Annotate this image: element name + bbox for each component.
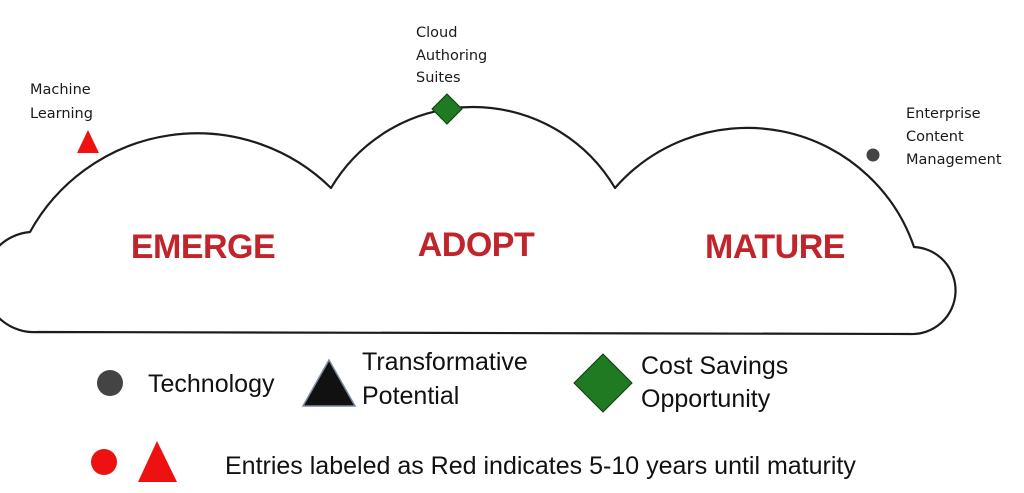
- legend-red-note: Entries labeled as Red indicates 5-10 ye…: [225, 452, 856, 480]
- enterprise-content-label: Enterprise Content Management: [906, 106, 1002, 168]
- machine-learning-label: Machine Learning: [30, 82, 95, 122]
- legend-red-triangle-icon: [138, 441, 177, 482]
- legend-technology-dot-icon: [97, 370, 123, 396]
- legend-red-dot-icon: [91, 449, 117, 475]
- machine-learning-triangle-icon: [77, 130, 99, 153]
- legend-cost-savings-label: Cost Savings Opportunity: [641, 352, 795, 413]
- legend-technology-label: Technology: [148, 370, 275, 398]
- stage-hump-outline: [0, 105, 957, 336]
- cloud-authoring-label: Cloud Authoring Suites: [416, 25, 492, 86]
- legend-transformative-label: Transformative Potential: [362, 348, 535, 410]
- legend-cost-savings-diamond-icon: [573, 353, 633, 413]
- enterprise-content-dot-icon: [866, 148, 880, 162]
- stage-label-adopt: ADOPT: [418, 226, 535, 264]
- legend-transformative-triangle-icon: [301, 358, 357, 407]
- stage-label-emerge: EMERGE: [131, 228, 275, 266]
- stage-label-mature: MATURE: [705, 228, 845, 266]
- cloud-authoring-diamond-icon: [431, 93, 463, 125]
